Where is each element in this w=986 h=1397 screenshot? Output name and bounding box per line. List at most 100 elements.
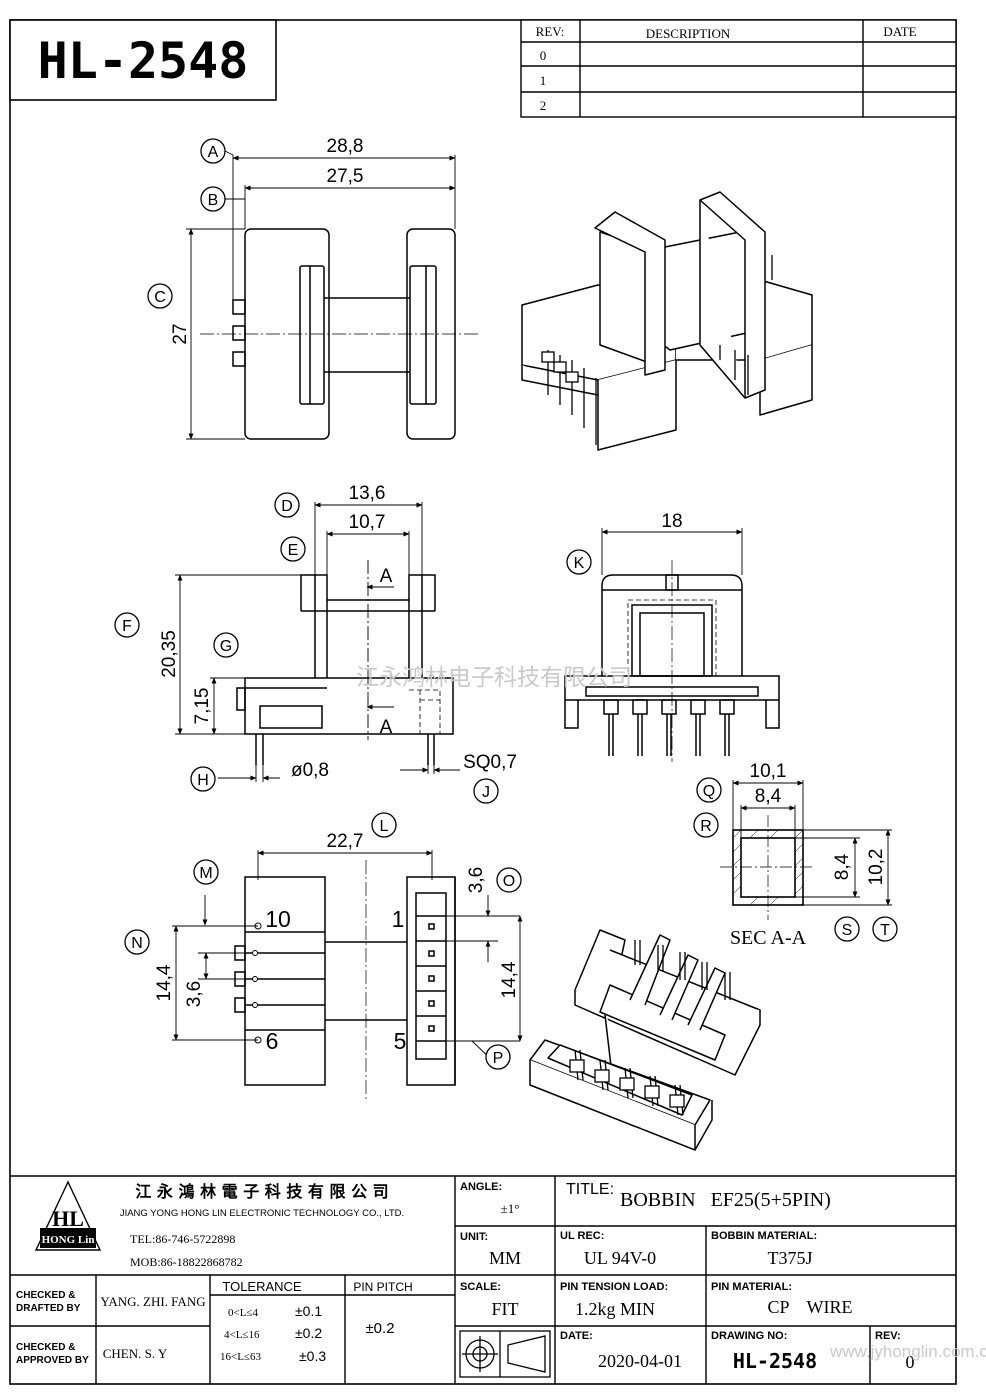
company-name-cn: 江 永 鴻 林 電 子 科 技 有 限 公 司 [135,1182,388,1201]
dim-27-5: 27,5 [327,166,364,187]
callout-e: E [280,536,306,562]
description-header: DESCRIPTION [646,26,731,41]
dim-pin-diameter: ø0,8 [291,760,329,781]
callout-a: A [200,138,234,164]
tolerance-range-1: 0<L≤4 [228,1307,258,1319]
callout-c: C [147,283,173,309]
bottom-view-pin-holes [252,922,262,1044]
callout-g: G [213,632,239,658]
dim-8-4-w: 8,4 [755,786,782,807]
side-view [236,574,454,765]
company-name-en: JIANG YONG HONG LIN ELECTRONIC TECHNOLOG… [120,1208,404,1219]
callout-k: K [566,549,592,575]
dim-18: 18 [661,511,682,532]
bobbin-material-label: BOBBIN MATERIAL: [711,1230,817,1242]
svg-text:Q: Q [703,783,715,800]
section-label: SEC A-A [730,927,807,949]
checked-drafted-label-1: CHECKED & [16,1290,75,1301]
svg-text:H: H [197,772,209,789]
svg-text:K: K [574,555,585,572]
unit-label: UNIT: [460,1231,488,1243]
part-number: HL-2548 [38,32,249,90]
dim-27: 27 [170,323,191,344]
pin-pitch-value: ±0.2 [365,1320,394,1337]
svg-text:F: F [122,618,132,635]
angle-label: ANGLE: [460,1181,502,1193]
callout-l: L [371,812,397,838]
rev-header: REV: [536,24,565,39]
dim-3-6-right: 3,6 [466,867,487,893]
checked-approved-label-2: APPROVED BY [16,1355,89,1366]
date-value: 2020-04-01 [598,1351,682,1371]
rev-row-2: 2 [540,98,547,113]
projection-symbol-icon [459,1330,551,1378]
dim-10-1: 10,1 [750,761,787,782]
callout-s: S [834,916,860,942]
dim-14-4-left: 14,4 [154,964,175,1001]
svg-text:HL: HL [52,1206,84,1231]
pin-label-6: 6 [266,1028,279,1054]
sheet-border [9,19,957,1385]
dim-20-35: 20,35 [159,630,180,678]
pin-tension-value: 1.2kg MIN [575,1299,655,1319]
svg-text:L: L [380,818,389,835]
svg-text:A: A [208,144,219,161]
title-label: TITLE: [566,1181,614,1198]
callout-t: T [872,916,898,942]
callout-j: J [473,778,499,804]
callout-m: M [193,859,219,885]
callout-p: P [485,1044,511,1070]
dim-14-4-right: 14,4 [499,961,520,998]
rev-row-1: 1 [540,73,547,88]
company-tel: TEL:86-746-5722898 [130,1232,235,1246]
svg-text:B: B [208,192,219,209]
company-logo: HL HONG Lin [34,1180,102,1251]
callout-b: B [200,186,245,212]
svg-text:J: J [482,784,490,801]
checked-approved-value: CHEN. S. Y [103,1346,168,1361]
pin-pitch-label: PIN PITCH [353,1280,412,1294]
tolerance-value-2: ±0.2 [295,1325,322,1341]
bottom-view [234,876,456,1086]
svg-text:N: N [131,935,143,952]
dim-3-6-left: 3,6 [184,981,205,1007]
svg-text:G: G [220,638,232,655]
checked-approved-label-1: CHECKED & [16,1342,75,1353]
pin-material-value: CP WIRE [767,1297,852,1317]
tolerance-label: TOLERANCE [222,1279,302,1294]
tolerance-value-1: ±0.1 [295,1303,322,1319]
svg-text:R: R [700,818,712,835]
pin-material-label: PIN MATERIAL: [711,1281,792,1293]
isometric-view-top [521,191,813,451]
svg-text:E: E [288,542,299,559]
watermark: 江永鸿林电子科技有限公司 [356,665,632,691]
callout-n: N [124,929,150,955]
unit-value: MM [489,1248,521,1268]
pin-label-10: 10 [265,906,291,932]
tolerance-value-3: ±0.3 [299,1348,326,1364]
dim-13-6: 13,6 [349,483,386,504]
dim-8-4-h: 8,4 [832,853,853,880]
section-mark-upper: A [380,566,393,587]
drawing-no-label: DRAWING NO: [711,1330,787,1342]
dim-7-15: 7,15 [192,688,213,725]
svg-text:P: P [493,1050,504,1067]
svg-text:M: M [199,865,212,882]
date-header: DATE [883,24,916,39]
isometric-view-bottom [529,929,761,1151]
date-label: DATE: [560,1330,593,1342]
dim-22-7: 22,7 [327,831,364,852]
pin-label-5: 5 [394,1028,407,1054]
tolerance-range-3: 16<L≤63 [220,1351,261,1363]
dim-10-2: 10,2 [866,849,887,886]
ul-rec-value: UL 94V-0 [584,1248,656,1268]
callout-d: D [274,492,300,518]
checked-drafted-label-2: DRAFTED BY [16,1303,81,1314]
website: www.jyhonglin.com.cn [829,1342,986,1361]
svg-text:HONG Lin: HONG Lin [42,1234,95,1246]
callout-f: F [114,612,140,638]
revision-table [520,19,957,118]
callout-r: R [693,812,719,838]
